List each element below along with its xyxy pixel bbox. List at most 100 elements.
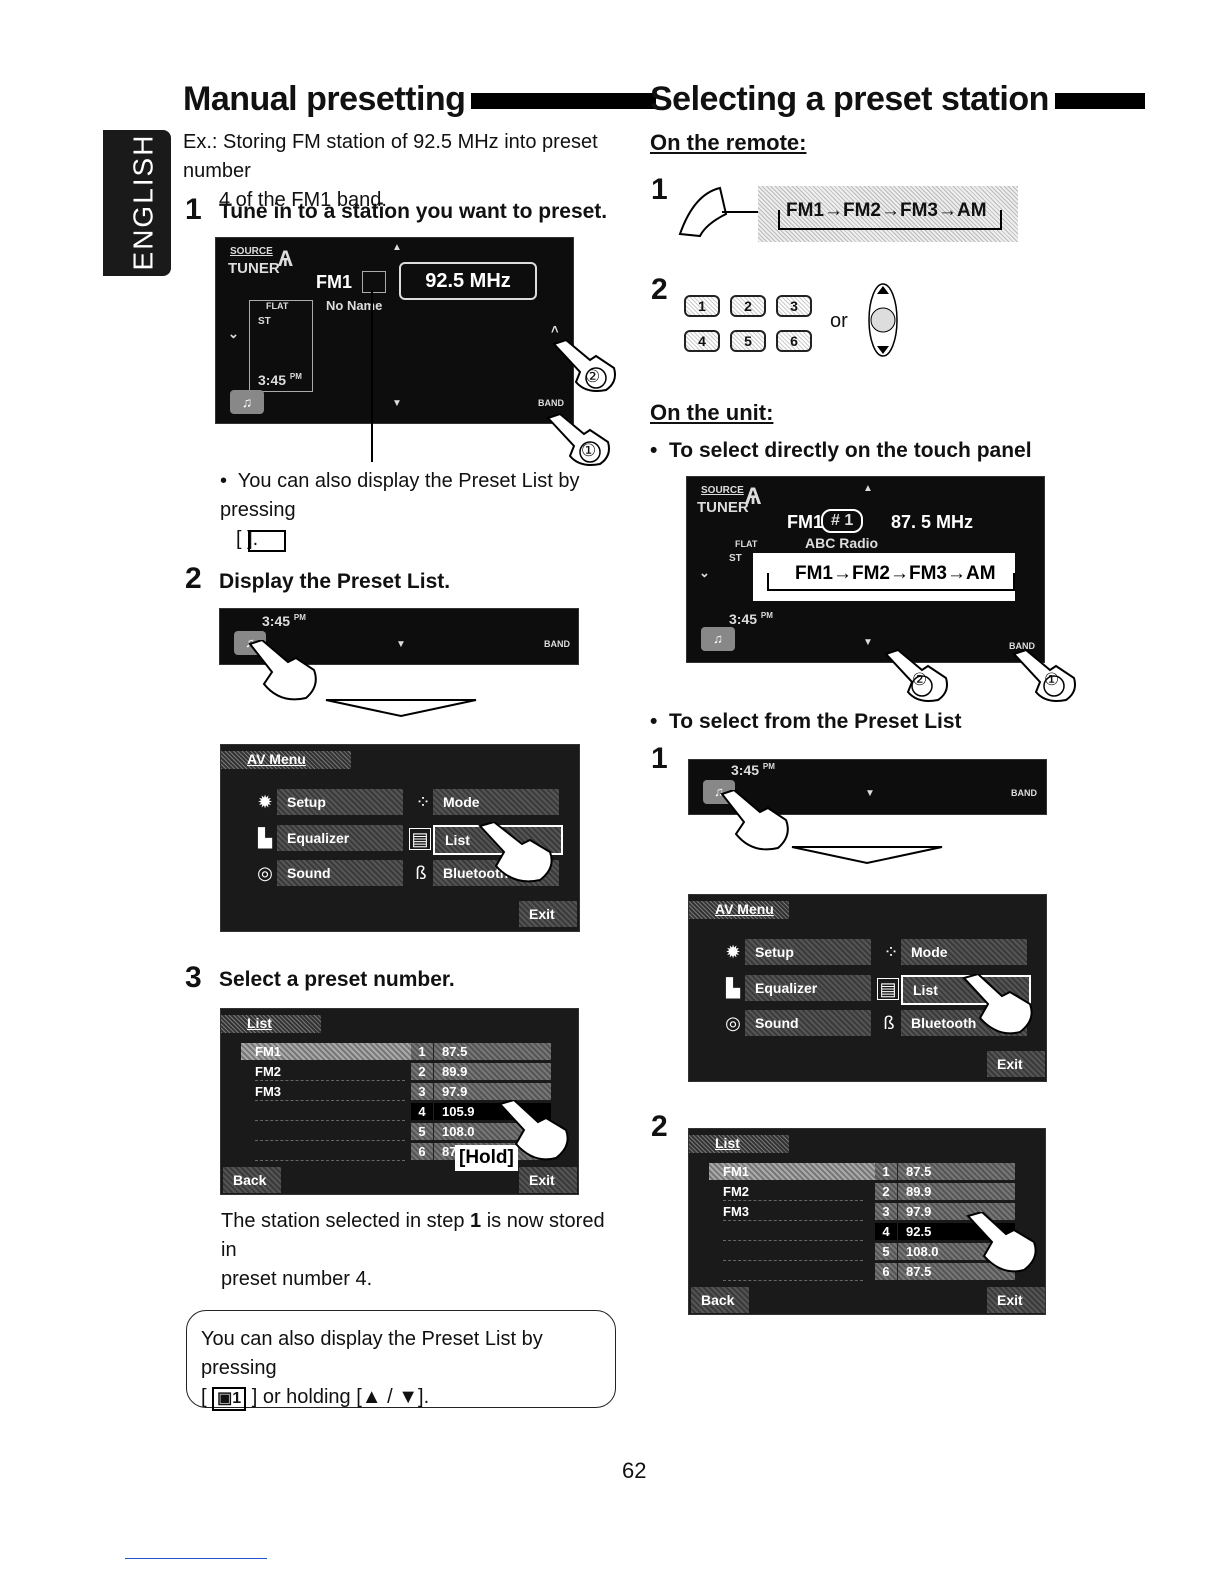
result-line1-end: is now stored in [221,1210,605,1261]
setup-button[interactable]: Setup [745,939,871,965]
band-fm2[interactable]: FM2 [255,1063,405,1081]
list-bullet: • To select from the Preset List [650,710,962,733]
hand-pointer-icon [884,648,948,702]
flat-label: FLAT [266,301,289,311]
scroll-left-icon[interactable]: ⌄ [228,326,239,341]
preset-num: 1 [875,1163,898,1180]
station-name: No Name [326,298,383,313]
band-sequence: FM1→FM2→FM3→AM [786,200,987,221]
equalizer-button[interactable]: Equalizer [745,975,871,1001]
up-arrow-icon[interactable]: ▲ [392,242,402,253]
key-6[interactable]: 6 [776,330,812,352]
equalizer-icon: ▙ [258,828,272,848]
band-fm1[interactable]: FM1 [709,1163,883,1180]
preset-freq: 87.5 [442,1044,468,1059]
band-label: FM1 [316,272,352,292]
up-down-dial-icon[interactable] [862,280,904,360]
clock-time: 3:45 [258,372,287,388]
footer-rule [125,1558,267,1559]
down-arrow-icon[interactable]: ▼ [392,398,402,409]
callout-line [371,290,373,462]
box-bracket: [ [201,1386,207,1408]
sound-button[interactable]: Sound [277,860,403,886]
note1-line1: You can also display the Preset List by … [220,470,580,521]
up-arrow-icon[interactable]: ▲ [863,483,873,494]
equalizer-button[interactable]: Equalizer [277,825,403,851]
empty-row [723,1243,863,1261]
av-menu-title: AV Menu [221,751,351,769]
back-button[interactable]: Back [691,1287,749,1313]
bar-clock: 3:45 PM [262,613,306,629]
page-number: 62 [622,1458,647,1483]
band-button[interactable]: BAND [1011,788,1037,798]
scroll-right-icon[interactable]: ˄ [551,322,559,337]
band-button[interactable]: BAND [1009,641,1035,651]
hand-pointer-icon [1012,648,1076,702]
sound-button[interactable]: Sound [745,1010,871,1036]
note-box [186,1310,616,1408]
exit-button[interactable]: Exit [519,901,577,927]
exit-button[interactable]: Exit [987,1287,1045,1313]
preset-freq: 105.9 [442,1104,475,1119]
bluetooth-icon: ß [883,1013,895,1033]
preset-freq: 108.0 [442,1124,475,1139]
band-button[interactable]: BAND [544,639,570,649]
band-fm2[interactable]: FM2 [723,1183,863,1201]
exit-button[interactable]: Exit [519,1167,577,1193]
hand-pointer-icon [498,1100,569,1161]
hand-pointer-icon [546,412,610,466]
clock: 3:45 PM [258,372,302,388]
sound-icon: ◎ [257,863,273,883]
hand-pointer-icon [552,338,616,392]
back-button[interactable]: Back [223,1167,281,1193]
scroll-left-icon[interactable]: ⌄ [699,565,710,580]
st-label: ST [729,553,742,564]
preset-num: 2 [411,1063,434,1080]
preset-badge[interactable]: # 1 [821,509,864,533]
empty-row [255,1143,405,1161]
key-1[interactable]: 1 [684,295,720,317]
mode-button[interactable]: Mode [901,939,1027,965]
source-label[interactable]: SOURCE [230,246,273,257]
band-fm3[interactable]: FM3 [255,1083,405,1101]
band-button[interactable]: BAND [538,398,564,408]
band-seq-overlay-bracket [767,573,1015,591]
remote-step2-number: 2 [651,273,668,306]
title-bar [471,93,657,110]
preset-slot[interactable] [362,271,386,293]
exit-button[interactable]: Exit [987,1051,1045,1077]
key-2[interactable]: 2 [730,295,766,317]
key-4[interactable]: 4 [684,330,720,352]
band-fm1[interactable]: FM1 [241,1043,415,1060]
down-arrow-icon[interactable]: ▼ [863,637,873,648]
result-line1: The station selected in step [221,1210,465,1232]
transition-arrow-icon [325,699,477,718]
av-menu-screen: AV Menu ✹ Setup ⁘ Mode ▙ Equalizer ▤ Lis… [220,744,580,932]
box-line1: You can also display the Preset List by … [201,1328,543,1379]
band-fm3[interactable]: FM3 [723,1203,863,1221]
av-menu-icon[interactable]: ♫ [701,627,735,651]
down-arrow-icon[interactable]: ▼ [865,788,875,799]
preset-freq: 87.5 [906,1164,932,1179]
key-3[interactable]: 3 [776,295,812,317]
down-arrow-icon[interactable]: ▼ [396,639,406,650]
band-sequence-panel [758,186,1018,242]
setup-button[interactable]: Setup [277,789,403,815]
mode-icon: ⁘ [415,792,431,812]
mode-button[interactable]: Mode [433,789,559,815]
key-5[interactable]: 5 [730,330,766,352]
clock-pm: PM [289,372,302,381]
preset-num: 6 [411,1143,434,1160]
preset-freq: 92.5 [906,1224,932,1239]
av-menu-icon[interactable]: ♫ [230,390,264,414]
source-label[interactable]: SOURCE [701,485,744,496]
